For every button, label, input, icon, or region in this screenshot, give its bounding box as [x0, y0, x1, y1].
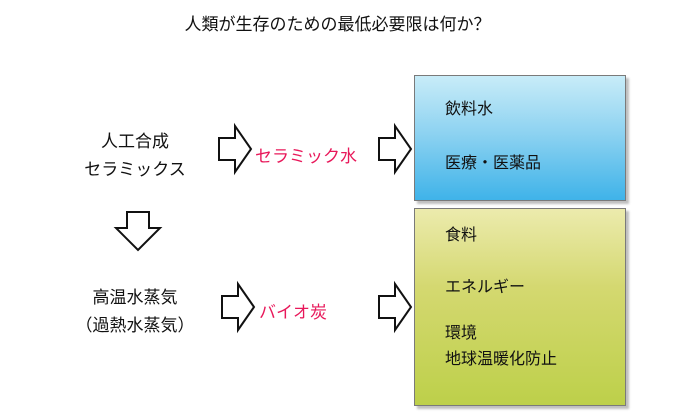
source-ceramics-line1: 人工合成 — [101, 132, 169, 152]
needs-item: 飲料水 — [445, 99, 494, 118]
page-title: 人類が生存のための最低必要限は何か？ — [184, 15, 491, 35]
needs-box-water-medical: 飲料水 医療・医薬品 — [414, 75, 626, 201]
right-arrow-icon — [378, 122, 413, 176]
source-steam-line1: 高温水蒸気 — [92, 288, 178, 308]
source-ceramics-line2: セラミックス — [84, 160, 186, 180]
needs-item: エネルギー — [445, 277, 526, 296]
down-arrow-icon — [113, 211, 163, 252]
right-arrow-icon — [218, 122, 253, 176]
source-steam-label: 高温水蒸気 （過熱水蒸気） — [70, 284, 200, 340]
ceramic-water-label: セラミック水 — [255, 147, 357, 167]
right-arrow-icon — [221, 280, 256, 334]
biochar-label: バイオ炭 — [259, 303, 327, 323]
source-ceramics-label: 人工合成 セラミックス — [75, 128, 195, 184]
source-steam-line2: （過熱水蒸気） — [75, 316, 195, 336]
needs-box-food-energy-environment: 食料 エネルギー 環境 地球温暖化防止 — [414, 208, 626, 406]
needs-item: 食料 — [445, 225, 478, 244]
needs-item: 医療・医薬品 — [445, 153, 542, 172]
right-arrow-icon — [378, 280, 413, 334]
needs-item: 地球温暖化防止 — [445, 349, 558, 368]
needs-item: 環境 — [445, 323, 478, 342]
